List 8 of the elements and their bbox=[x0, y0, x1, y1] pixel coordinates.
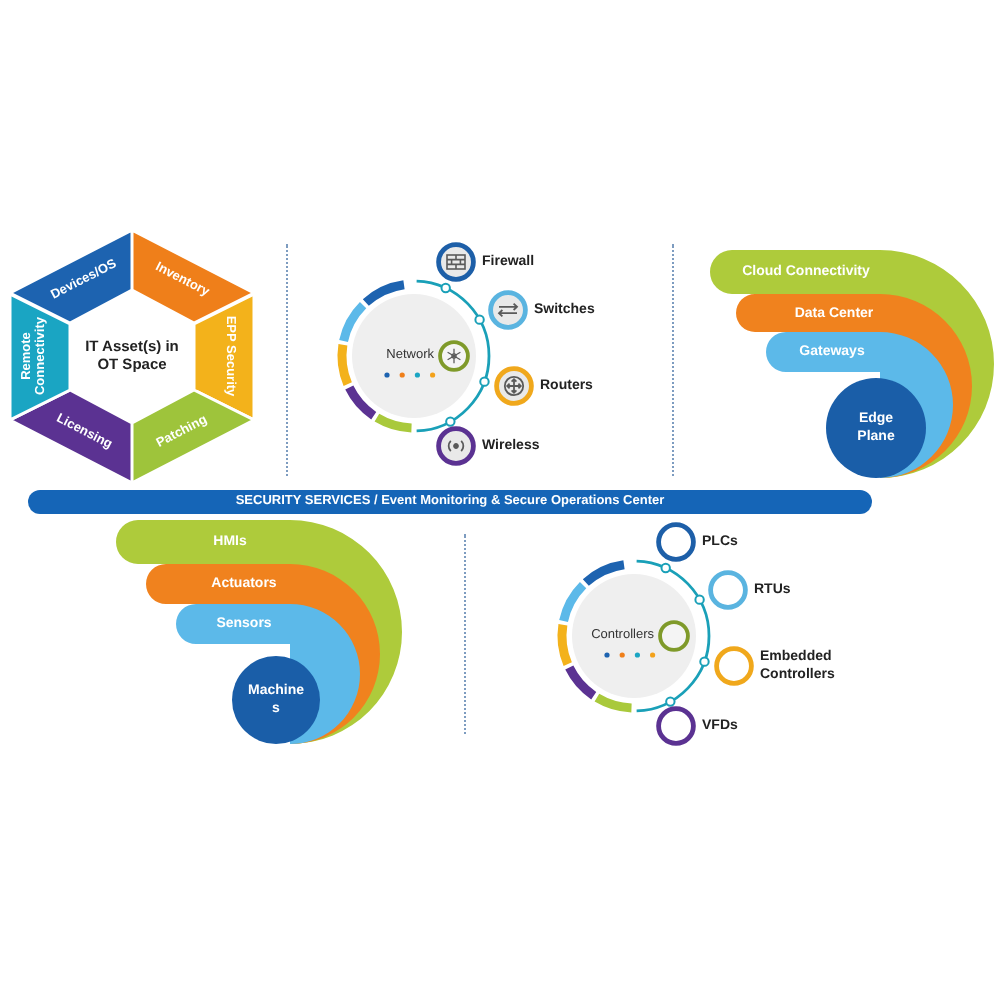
arc-band bbox=[766, 332, 953, 478]
arc-band bbox=[116, 520, 402, 744]
arc-band bbox=[736, 294, 972, 478]
banner-bar bbox=[28, 490, 872, 514]
arc-band bbox=[146, 564, 380, 744]
hexagon-segment bbox=[194, 293, 254, 419]
arc-band bbox=[710, 250, 994, 478]
arc-band bbox=[176, 604, 360, 744]
